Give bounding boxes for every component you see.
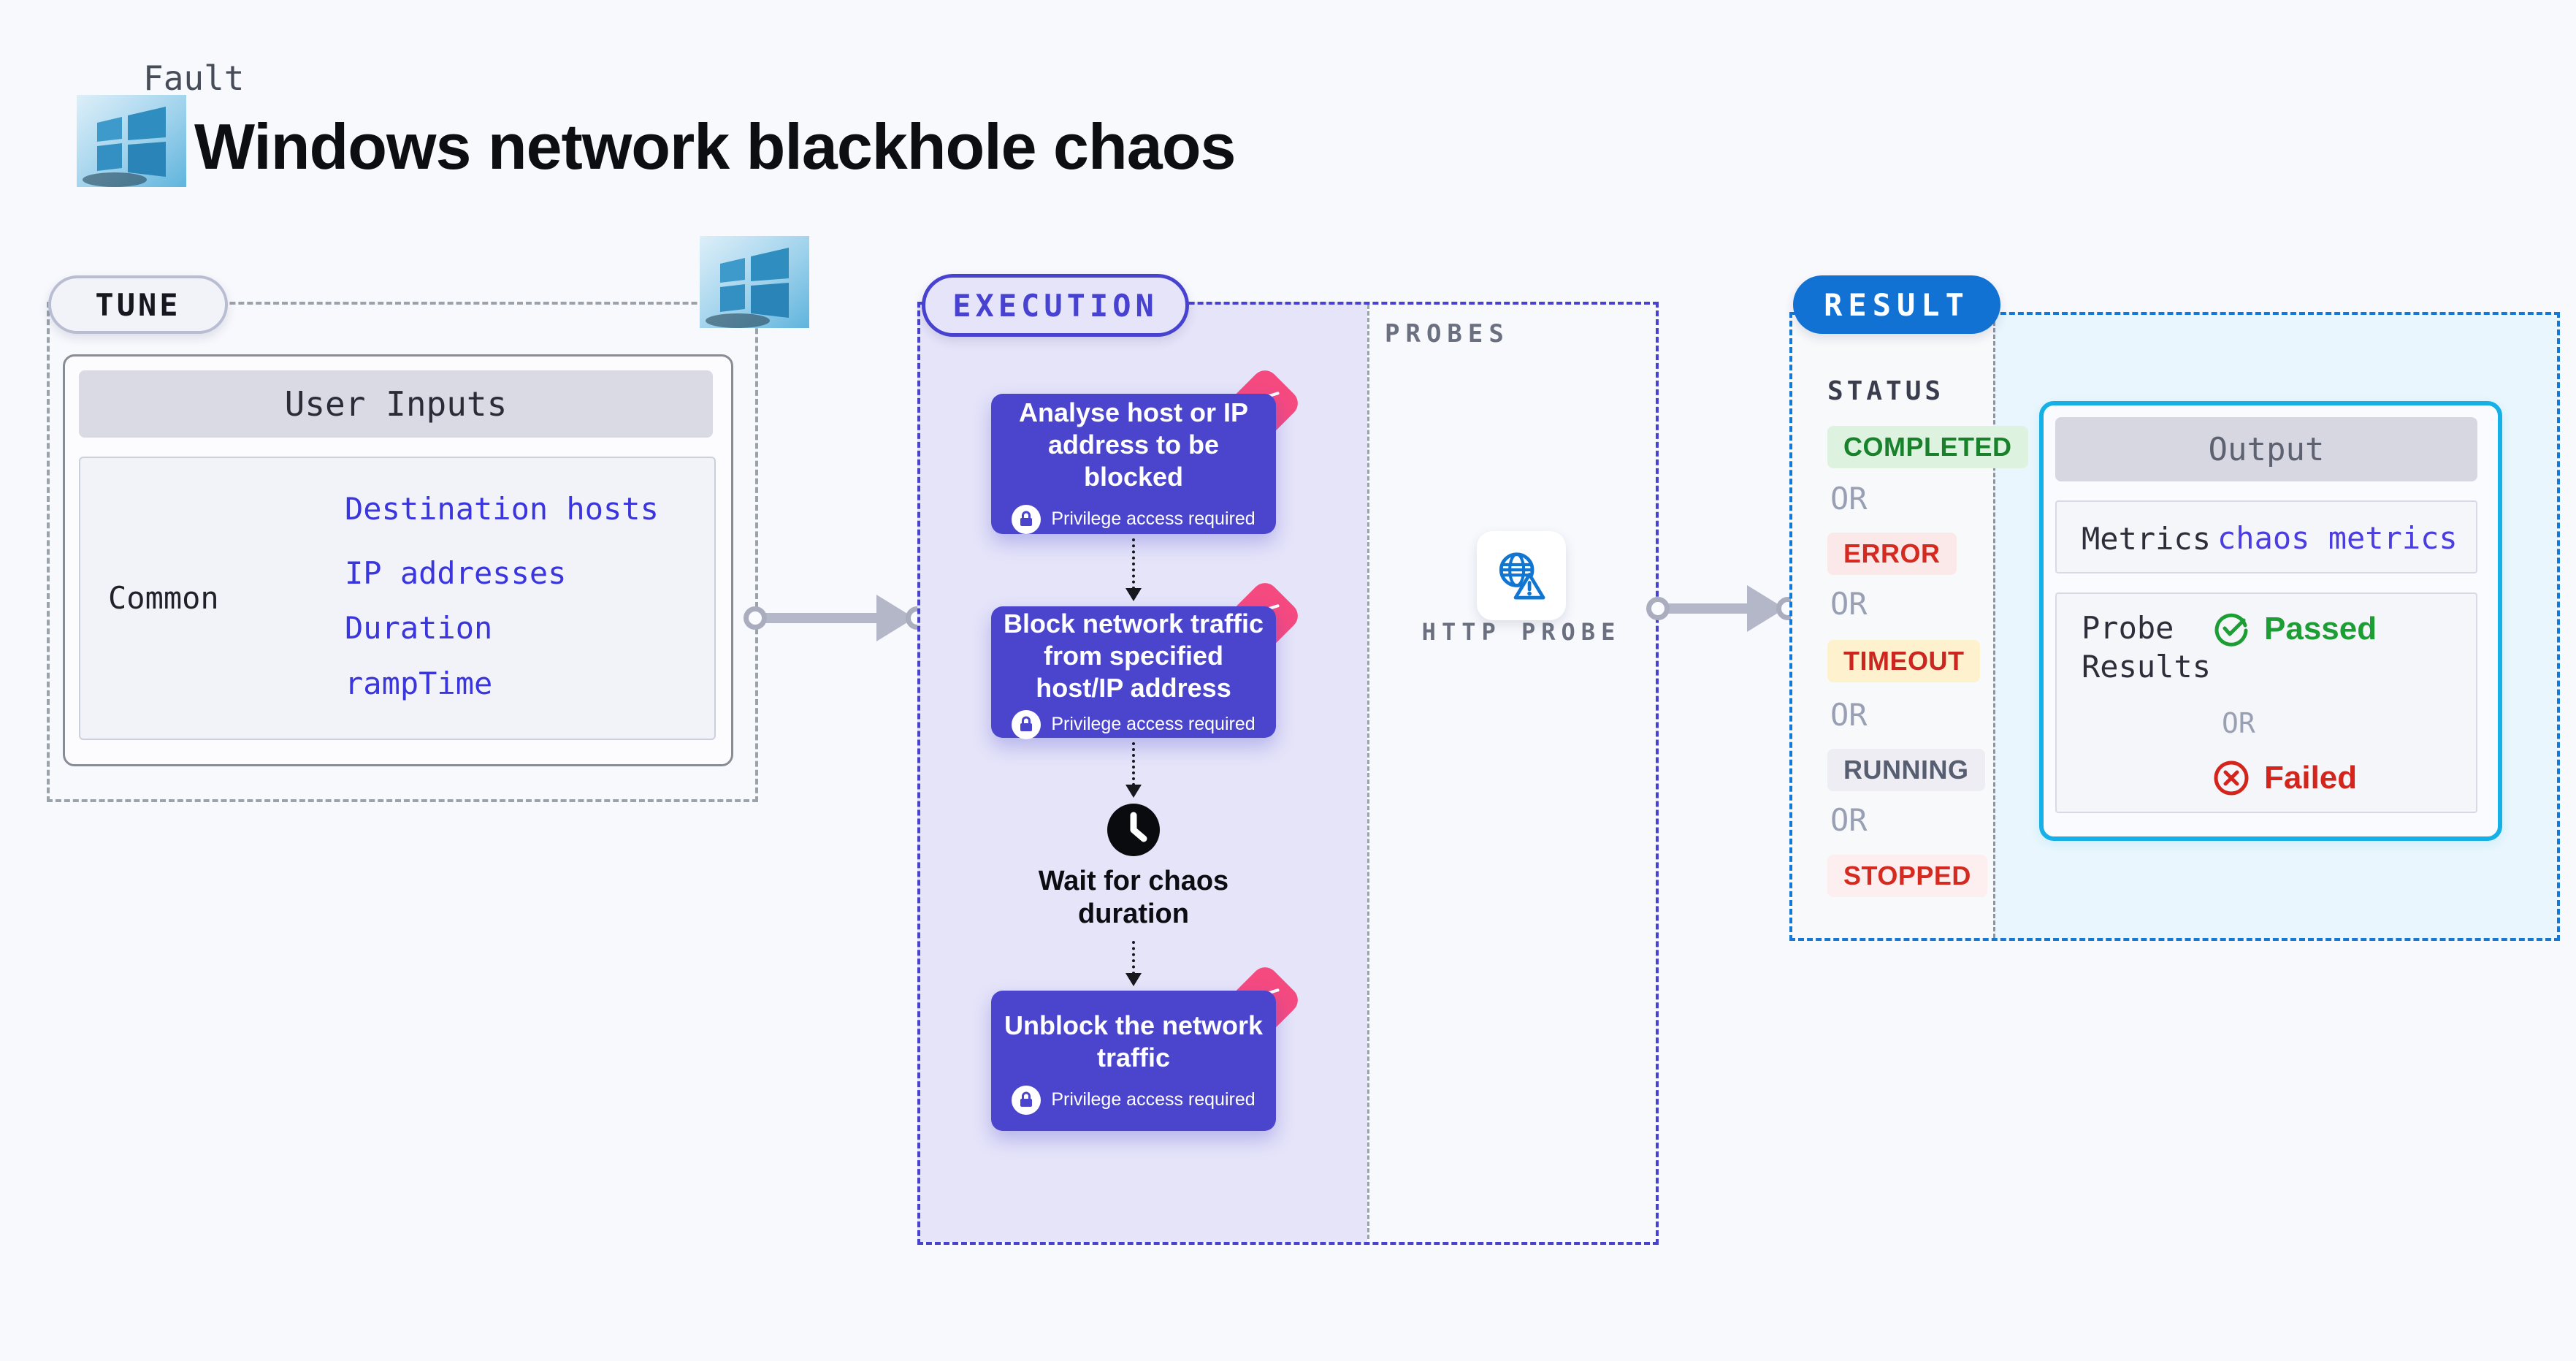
output-header: Output — [2055, 417, 2477, 481]
step-title: Block network traffic from specified hos… — [1003, 609, 1264, 703]
status-badge-stopped: STOPPED — [1827, 855, 1987, 897]
privilege-label: Privilege access required — [1051, 1089, 1255, 1110]
status-badge-running: RUNNING — [1827, 749, 1985, 791]
probe-results-row — [2055, 592, 2477, 813]
flow-arrow-head — [1125, 588, 1142, 601]
metrics-label: Metrics — [2082, 521, 2212, 557]
step-title: Analyse host or IP address to be blocked — [1018, 397, 1249, 492]
input-link-duration[interactable]: Duration — [345, 610, 493, 646]
probe-results-label: Probe Results — [2082, 610, 2212, 685]
step-title: Unblock the network traffic — [1004, 1010, 1264, 1072]
execution-probes-container — [917, 302, 1659, 1245]
probe-passed: Passed — [2213, 611, 2377, 647]
or-separator: OR — [2222, 707, 2255, 739]
metrics-row — [2055, 500, 2477, 573]
or-separator: OR — [1830, 802, 1868, 838]
windows-logo — [77, 95, 186, 187]
input-link-destination-hosts[interactable]: Destination hosts — [345, 491, 659, 527]
check-circle-icon — [2214, 613, 2248, 647]
flow-arrow-head — [1125, 973, 1142, 986]
result-pill: RESULT — [1793, 275, 2000, 334]
or-separator: OR — [1830, 481, 1868, 516]
page-title: Windows network blackhole chaos — [194, 110, 1236, 183]
probes-zone-label: PROBES — [1385, 319, 1510, 348]
lock-icon — [1012, 504, 1042, 534]
user-inputs-body — [79, 457, 716, 740]
execution-pill: EXECUTION — [922, 274, 1189, 337]
status-badge-timeout: TIMEOUT — [1827, 640, 1981, 682]
globe-warning-icon — [1499, 552, 1545, 600]
tune-pill: TUNE — [48, 275, 228, 334]
windows-logo — [700, 236, 809, 328]
clock-icon — [1107, 804, 1160, 856]
status-badge-error: ERROR — [1827, 533, 1957, 575]
result-status-area — [1791, 313, 1993, 939]
probe-failed: Failed — [2213, 760, 2357, 796]
input-link-ip-addresses[interactable]: IP addresses — [345, 555, 567, 591]
result-divider — [1993, 315, 1995, 938]
connector-dot — [744, 606, 767, 630]
step-unblock-traffic: Unblock the network traffic Privilege ac… — [991, 961, 1304, 1131]
http-probe-label: HTTP PROBE — [1421, 618, 1621, 646]
privilege-label: Privilege access required — [1051, 714, 1255, 735]
flow-connector — [1132, 742, 1135, 786]
result-container — [1789, 312, 2560, 941]
failed-label: Failed — [2264, 760, 2358, 796]
step-block-traffic: Block network traffic from specified hos… — [991, 577, 1304, 739]
probes-to-result-arrow — [1665, 603, 1753, 614]
or-separator: OR — [1830, 586, 1868, 622]
probes-divider — [1367, 305, 1369, 1239]
chaos-metrics-link[interactable]: chaos metrics — [2217, 520, 2458, 556]
lock-icon — [1012, 709, 1042, 739]
tune-to-execution-arrow — [760, 613, 884, 623]
x-circle-icon — [2214, 760, 2249, 796]
status-badge-completed: COMPLETED — [1827, 426, 2028, 468]
fault-kicker: Fault — [143, 58, 245, 98]
http-probe-card — [1477, 531, 1566, 620]
flow-connector — [1132, 538, 1135, 590]
lock-icon — [1012, 1085, 1042, 1115]
flow-arrow-head — [1125, 785, 1142, 798]
tune-section — [47, 302, 758, 802]
status-heading: STATUS — [1827, 376, 1945, 406]
or-separator: OR — [1830, 697, 1868, 733]
input-link-ramptime[interactable]: rampTime — [345, 666, 493, 701]
user-inputs-header: User Inputs — [79, 370, 713, 438]
passed-label: Passed — [2264, 611, 2377, 647]
privilege-label: Privilege access required — [1051, 508, 1255, 530]
connector-dot — [1646, 597, 1670, 620]
input-category: Common — [108, 580, 219, 616]
flow-connector — [1132, 941, 1135, 975]
wait-step-label: Wait for chaos duration — [1038, 866, 1229, 929]
step-analyse-host: Analyse host or IP address to be blocked… — [991, 365, 1304, 534]
